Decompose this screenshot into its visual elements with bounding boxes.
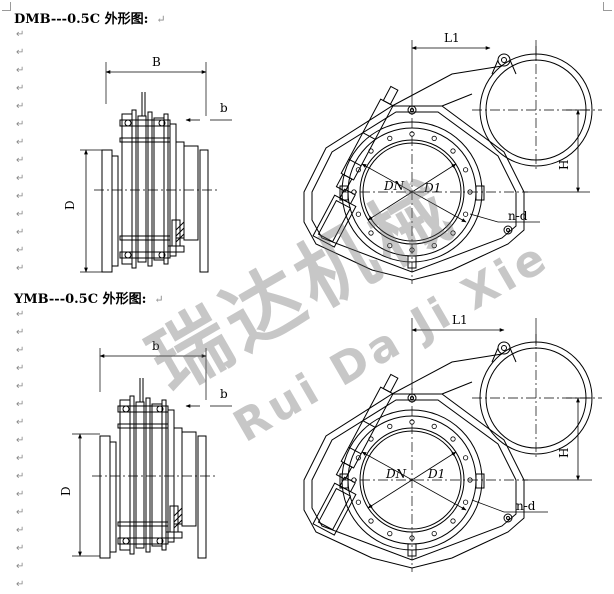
dim-label-DN: DN (383, 179, 405, 193)
return-mark: ↵ (16, 309, 25, 320)
return-mark: ↵ (16, 83, 25, 94)
return-mark: ↵ (16, 65, 25, 76)
return-mark: ↵ (16, 435, 25, 446)
return-mark: ↵ (16, 453, 25, 464)
return-mark: ↵ (16, 561, 25, 572)
return-mark: ↵ (16, 173, 25, 184)
dim-label-b: b (220, 101, 228, 115)
crop-mark-top-right (603, 2, 612, 11)
return-mark: ↵ (154, 293, 164, 306)
return-mark: ↵ (16, 489, 25, 500)
dim-label-B: b (152, 339, 160, 353)
return-mark: ↵ (16, 245, 25, 256)
return-mark: ↵ (16, 227, 25, 238)
return-mark: ↵ (16, 137, 25, 148)
dim-label-D: D (59, 486, 73, 496)
return-mark: ↵ (16, 507, 25, 518)
return-mark: ↵ (16, 101, 25, 112)
return-mark: ↵ (16, 543, 25, 554)
dim-label-nd: n-d (508, 209, 528, 223)
ymb-heading: YMB---0.5C 外形图: ↵ (14, 288, 164, 307)
ymb-heading-text: YMB---0.5C 外形图: (14, 292, 147, 307)
crop-mark-top-left (2, 2, 11, 11)
dim-label-D1: D1 (423, 181, 441, 195)
dim-label-H: H (557, 160, 571, 170)
return-mark: ↵ (16, 47, 25, 58)
dmb-front-view: L1 H DN D1 n-d (304, 31, 602, 284)
dim-label-nd: n-d (516, 499, 536, 513)
dim-label-L1: L1 (452, 313, 468, 327)
return-mark: ↵ (16, 525, 25, 536)
return-mark: ↵ (16, 345, 25, 356)
return-mark: ↵ (16, 399, 25, 410)
dim-label-DN: DN (385, 467, 407, 481)
dim-label-b: b (220, 387, 228, 401)
dim-label-B: B (152, 55, 161, 69)
return-mark: ↵ (16, 327, 25, 338)
return-mark: ↵ (16, 191, 25, 202)
return-mark: ↵ (16, 381, 25, 392)
dim-label-D1: D1 (427, 467, 445, 481)
return-mark: ↵ (16, 363, 25, 374)
return-mark: ↵ (16, 471, 25, 482)
dim-label-L1: L1 (444, 31, 460, 45)
return-mark: ↵ (156, 13, 166, 26)
return-mark: ↵ (16, 263, 25, 274)
return-mark: ↵ (16, 155, 25, 166)
dmb-heading-text: DMB---0.5C 外形图: (14, 12, 149, 27)
ymb-front-view: L1 H DN D1 n-d (304, 313, 602, 572)
dmb-side-view: B b D (63, 55, 232, 273)
ymb-side-view: b b D (59, 339, 232, 559)
dim-label-D: D (63, 200, 77, 210)
dmb-heading: DMB---0.5C 外形图: ↵ (14, 8, 166, 27)
paragraph-marks: ↵ ↵ ↵ ↵ ↵ ↵ ↵ ↵ ↵ ↵ ↵ ↵ ↵ ↵ ↵ ↵ ↵ ↵ ↵ ↵ … (16, 0, 30, 594)
return-mark: ↵ (16, 209, 25, 220)
dim-label-H: H (557, 448, 571, 458)
return-mark: ↵ (16, 579, 25, 590)
return-mark: ↵ (16, 119, 25, 130)
return-mark: ↵ (16, 417, 25, 428)
return-mark: ↵ (16, 29, 25, 40)
